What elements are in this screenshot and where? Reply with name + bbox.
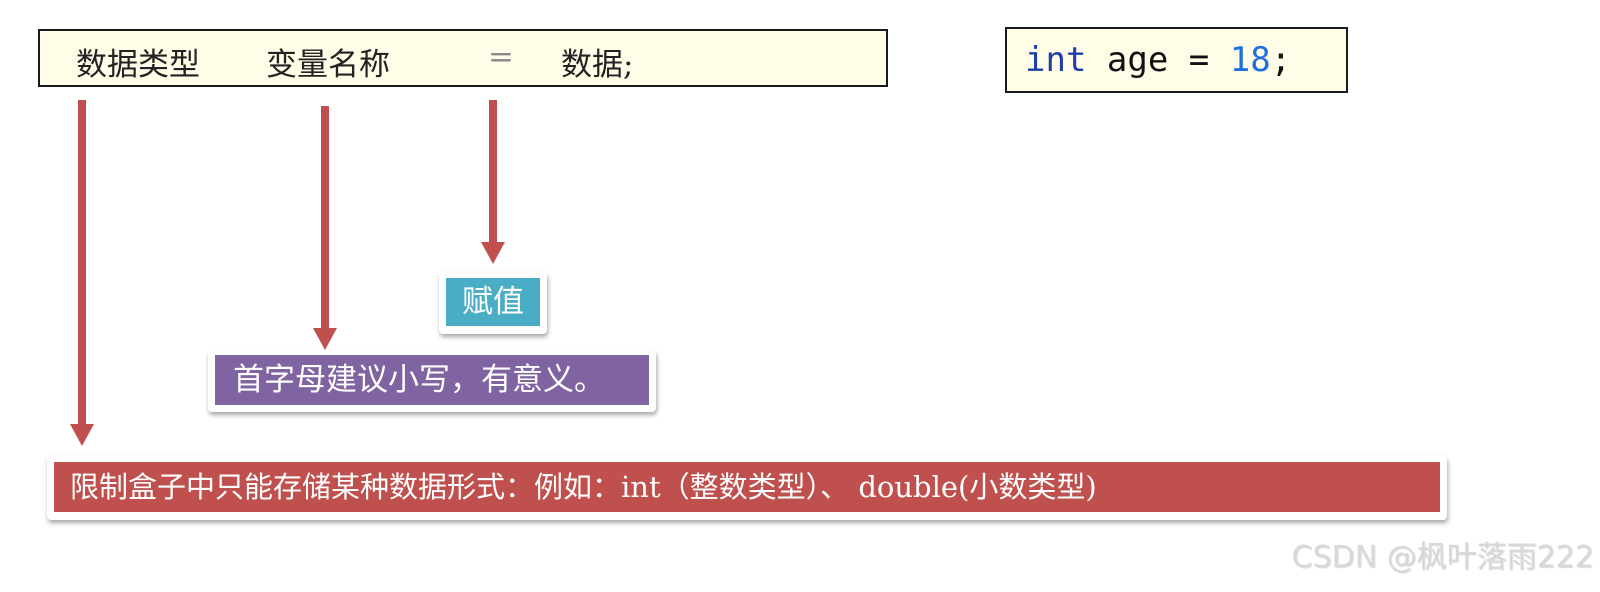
- syntax-template-box: 数据类型 变量名称 = 数据;: [38, 29, 888, 87]
- arrow-down-icon: [313, 328, 337, 350]
- arrow-variable-name-shaft: [321, 106, 329, 330]
- naming-rule-label: 首字母建议小写，有意义。: [215, 355, 649, 405]
- assignment-label: 赋值: [446, 278, 540, 326]
- assignment-label-card: 赋值: [439, 272, 547, 334]
- watermark: CSDN @枫叶落雨222: [1291, 540, 1594, 575]
- arrow-assignment-shaft: [489, 100, 497, 244]
- code-terminator: ;: [1270, 40, 1292, 80]
- syntax-data-type: 数据类型: [76, 47, 200, 83]
- naming-rule-card: 首字母建议小写，有意义。: [208, 350, 656, 412]
- code-variable: age =: [1086, 40, 1230, 80]
- syntax-variable-name: 变量名称: [266, 47, 390, 83]
- arrow-down-icon: [481, 242, 505, 264]
- code-value: 18: [1229, 40, 1271, 80]
- syntax-data: 数据;: [561, 47, 634, 83]
- code-keyword: int: [1025, 40, 1087, 80]
- syntax-equals: =: [488, 39, 514, 75]
- arrow-down-icon: [70, 424, 94, 446]
- type-rule-card: 限制盒子中只能存储某种数据形式：例如：int（整数类型）、 double(小数类…: [47, 456, 1447, 520]
- arrow-data-type-shaft: [78, 100, 86, 426]
- type-rule-label: 限制盒子中只能存储某种数据形式：例如：int（整数类型）、 double(小数类…: [54, 462, 1440, 512]
- code-example-box: int age = 18;: [1005, 27, 1348, 93]
